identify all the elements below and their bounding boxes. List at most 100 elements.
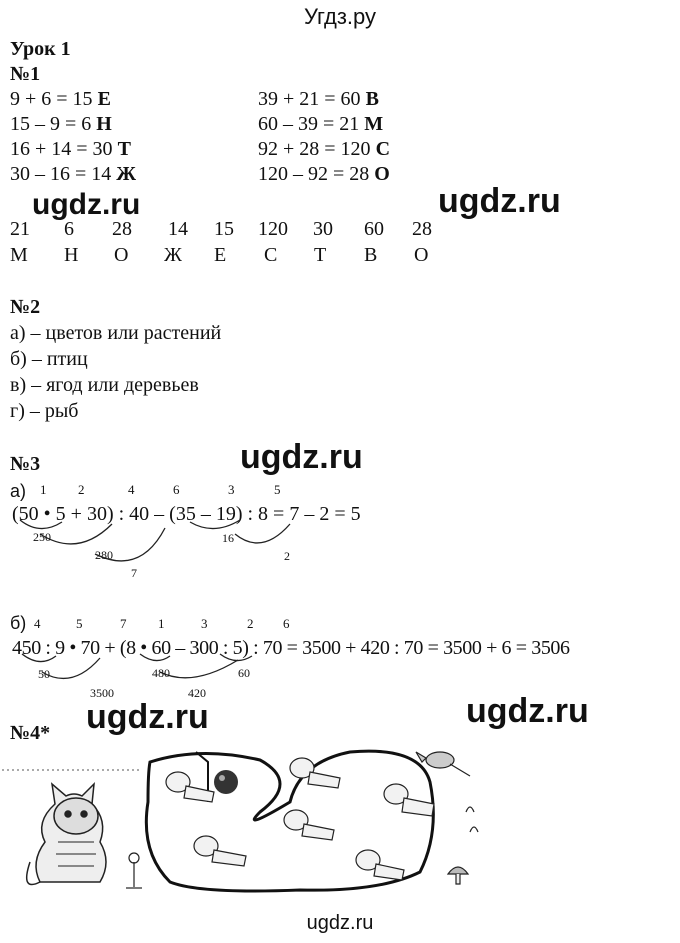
decode-number: 28 [112, 218, 132, 240]
order-number: 4 [34, 616, 41, 631]
intermediate-value: 3500 [90, 686, 114, 700]
order-number: 5 [76, 616, 83, 631]
equation-expr: 120 – 92 = 28 [258, 163, 370, 185]
decode-number: 30 [313, 218, 333, 240]
flower-icon [126, 852, 142, 889]
task4-illustration [2, 749, 479, 893]
decode-letter: В [364, 244, 378, 266]
site-header-title: Угдз.ру [303, 4, 377, 29]
task2-answer: б) – птиц [10, 348, 88, 370]
order-number: 4 [128, 482, 135, 497]
equation-row: 39 + 21 = 60 В [258, 88, 379, 111]
decode-number: 14 [168, 218, 188, 240]
order-number: 3 [228, 482, 235, 497]
order-number: 3 [201, 616, 208, 631]
decode-letter: О [414, 244, 429, 266]
footer-site-link[interactable]: ugdz.ru [306, 912, 374, 934]
watermark: ugdz.ru [438, 182, 561, 220]
equation-letter: Т [117, 138, 131, 160]
equation-letter: М [364, 113, 384, 135]
small-cat-icon [383, 783, 435, 817]
equation-row: 120 – 92 = 28 О [258, 163, 390, 186]
equation-row: 60 – 39 = 21 М [258, 113, 383, 136]
small-cat-icon [283, 809, 335, 841]
equation-row: 15 – 9 = 6 Н [10, 113, 112, 136]
watermark: ugdz.ru [32, 188, 141, 221]
equation-letter: О [374, 163, 390, 185]
order-number: 7 [120, 616, 127, 631]
decode-number: 15 [214, 218, 234, 240]
watermark: ugdz.ru [466, 692, 589, 730]
small-cat-icon [193, 835, 247, 867]
decode-letter: Т [314, 244, 327, 266]
order-number: 6 [173, 482, 180, 497]
task2-number: №2 [10, 296, 41, 318]
equation-expr: 92 + 28 = 120 [258, 138, 371, 160]
small-cat-icon [355, 849, 405, 881]
order-number: 1 [158, 616, 165, 631]
order-number: 1 [40, 482, 47, 497]
intermediate-value: 7 [131, 566, 137, 580]
equation-row: 30 – 16 = 14 Ж [10, 163, 136, 186]
decode-number: 120 [258, 218, 288, 240]
equation-expr: 30 – 16 = 14 [10, 163, 112, 185]
task2-answer: а) – цветов или растений [10, 322, 222, 344]
order-number: 6 [283, 616, 290, 631]
equation-row: 92 + 28 = 120 С [258, 138, 390, 161]
equation-letter: С [375, 138, 391, 160]
task2-answer: г) – рыб [10, 400, 79, 422]
decode-letter: С [264, 244, 278, 266]
task1-number: №1 [10, 63, 41, 85]
equation-expr: 16 + 14 = 30 [10, 138, 113, 160]
watermark: ugdz.ru [86, 698, 209, 736]
decode-number: 60 [364, 218, 384, 240]
decode-letter: М [10, 244, 28, 266]
intermediate-value: 60 [238, 666, 250, 680]
decode-number: 28 [412, 218, 432, 240]
equation-expr: 60 – 39 = 21 [258, 113, 360, 135]
order-number: 5 [274, 482, 281, 497]
decode-number: 6 [64, 218, 74, 240]
watermark: ugdz.ru [240, 438, 363, 476]
task2-answer: в) – ягод или деревьев [10, 374, 199, 396]
equation-expr: 39 + 21 = 60 [258, 88, 361, 110]
equation-letter: Н [96, 113, 112, 135]
intermediate-value: 280 [95, 548, 113, 562]
intermediate-value: 250 [33, 530, 51, 544]
bird-icon [415, 751, 471, 777]
intermediate-value: 16 [222, 531, 234, 545]
part-b-expression: 450 : 9 • 70 + (8 • 60 – 300 : 5) : 70 =… [12, 637, 570, 659]
equation-letter: В [365, 88, 379, 110]
task3-number: №3 [10, 453, 41, 475]
order-number: 2 [247, 616, 254, 631]
part-a-label: а) [10, 481, 27, 501]
decode-number: 21 [10, 218, 30, 240]
lesson-title: Урок 1 [10, 38, 71, 60]
intermediate-value: 420 [188, 686, 206, 700]
decode-letter: Е [214, 244, 227, 266]
equation-expr: 9 + 6 = 15 [10, 88, 93, 110]
order-number: 2 [78, 482, 85, 497]
decode-letter: Н [64, 244, 79, 266]
equation-expr: 15 – 9 = 6 [10, 113, 92, 135]
decode-letter: О [114, 244, 129, 266]
decode-letter: Ж [164, 244, 182, 266]
small-cat-icon [289, 757, 341, 789]
task4-number: №4* [10, 722, 51, 744]
intermediate-value: 50 [38, 667, 50, 681]
part-b-label: б) [10, 613, 27, 633]
intermediate-value: 480 [152, 666, 170, 680]
mushroom-icon [446, 866, 470, 885]
equation-row: 9 + 6 = 15 Е [10, 88, 111, 111]
equation-letter: Ж [116, 163, 137, 185]
sitting-cat-icon [25, 781, 107, 886]
part-b-arcs [21, 653, 253, 680]
part-a-arcs [19, 519, 291, 562]
equation-row: 16 + 14 = 30 Т [10, 138, 131, 161]
part-a-expression: (50 • 5 + 30) : 40 – (35 – 19) : 8 = 7 –… [12, 503, 361, 525]
enclosure-outline [144, 749, 435, 893]
intermediate-value: 2 [284, 549, 290, 563]
ball-icon [214, 770, 238, 794]
small-cat-icon [165, 771, 215, 803]
equation-letter: Е [97, 88, 111, 110]
